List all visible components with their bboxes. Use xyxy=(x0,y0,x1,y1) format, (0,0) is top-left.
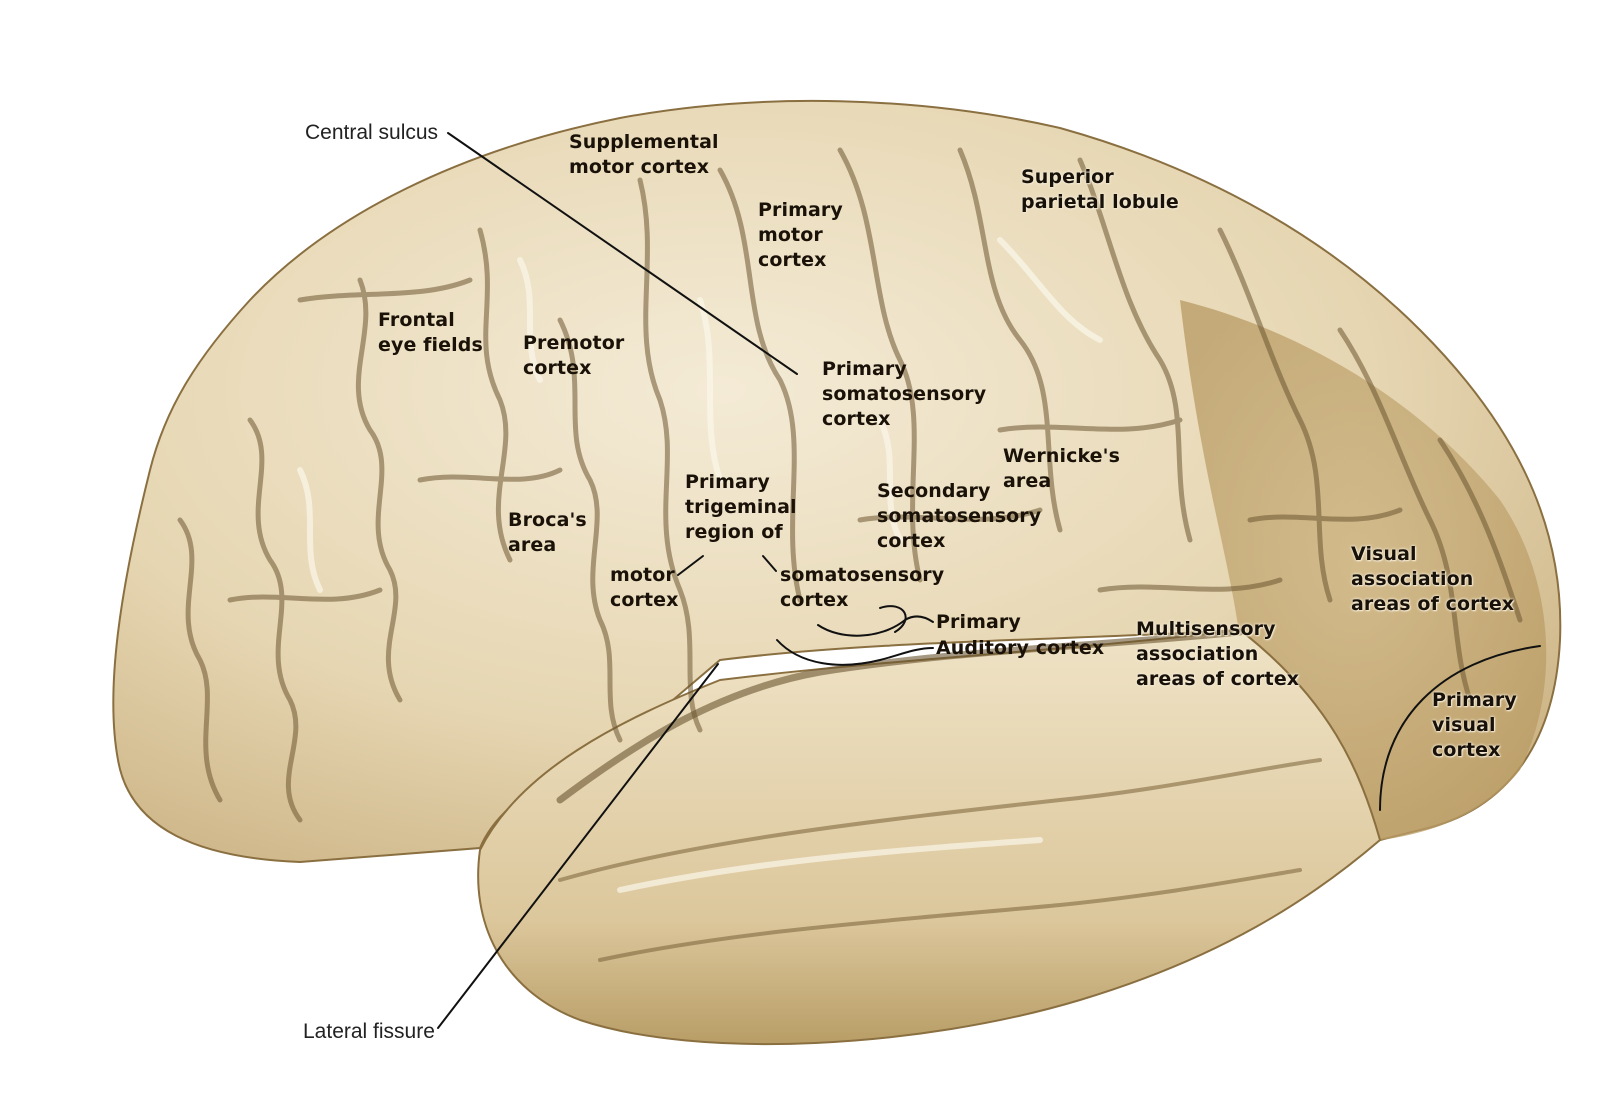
primary-auditory-label-line2: Auditory cortex xyxy=(936,637,1105,659)
trigeminal-motor-leader xyxy=(677,555,704,576)
cortical-sulci xyxy=(177,147,1523,823)
premotor-cortex-label: Premotor cortex xyxy=(523,332,625,379)
supplemental-motor-cortex-label: Supplemental motor cortex xyxy=(569,131,719,178)
trigeminal-somatosensory-cortex-label: somatosensory cortex xyxy=(780,564,945,611)
wernickes-area-label: Wernicke's area xyxy=(1003,445,1120,492)
primary-auditory-label-line1: Primary xyxy=(936,611,1021,633)
lateral-fissure-leader xyxy=(437,663,719,1029)
primary-trigeminal-region-label: Primary trigeminal region of xyxy=(685,471,797,543)
leader-lines xyxy=(437,132,1541,1029)
lateral-fissure-label: Lateral fissure xyxy=(303,1020,435,1043)
superior-parietal-lobule-label: Superior parietal lobule xyxy=(1021,166,1179,213)
primary-auditory-ear xyxy=(879,605,907,633)
trigeminal-sensory-leader xyxy=(762,555,777,572)
primary-motor-cortex-label: Primary motor cortex xyxy=(758,199,843,271)
lateral-fissure-groove xyxy=(556,628,1244,804)
secondary-somatosensory-cortex-label: Secondary somatosensory cortex xyxy=(877,480,1042,552)
gyri-highlights xyxy=(297,237,1103,893)
primary-somatosensory-cortex-label: Primary somatosensory cortex xyxy=(822,358,987,430)
primary-auditory-bracket-outer xyxy=(776,639,934,666)
primary-visual-boundary xyxy=(1379,645,1541,811)
cerebral-hemisphere xyxy=(112,99,1562,864)
brocas-area-label: Broca's area xyxy=(508,509,587,556)
temporal-sulci xyxy=(558,758,1322,962)
trigeminal-motor-cortex-label: motor cortex xyxy=(610,564,679,611)
occipital-shading xyxy=(1180,300,1547,840)
central-sulcus-label: Central sulcus xyxy=(305,121,439,144)
central-sulcus-leader xyxy=(447,132,798,375)
primary-visual-cortex-label: Primary visual cortex xyxy=(1432,689,1517,761)
visual-association-label: Visual association areas of cortex xyxy=(1351,543,1515,615)
multisensory-association-label: Multisensory association areas of cortex xyxy=(1136,618,1300,690)
frontal-eye-fields-label: Frontal eye fields xyxy=(378,309,483,356)
